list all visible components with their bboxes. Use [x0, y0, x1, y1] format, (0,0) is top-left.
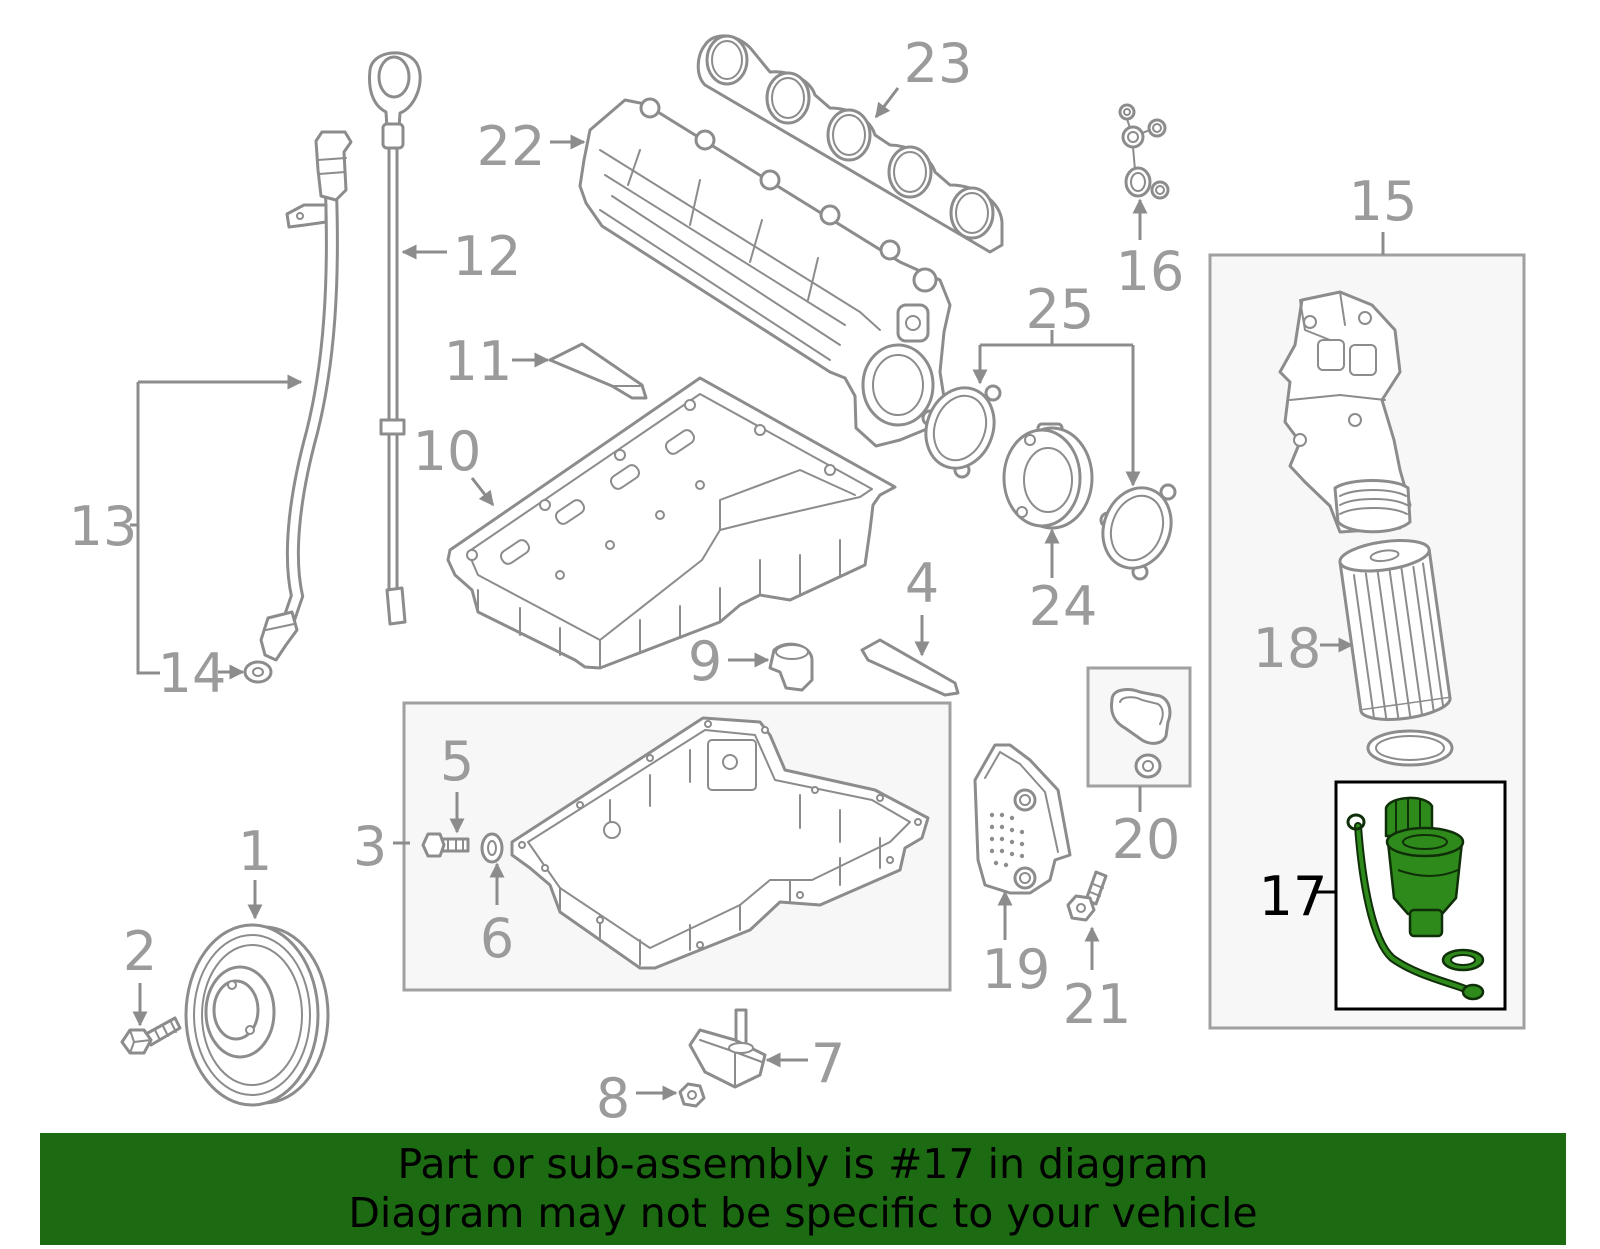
callout-17: 17	[1259, 865, 1328, 928]
callout-13: 13	[69, 495, 138, 558]
callout-14: 14	[158, 642, 227, 705]
banner-line-1: Part or sub-assembly is #17 in diagram	[397, 1140, 1209, 1188]
callout-15: 15	[1349, 170, 1418, 233]
part-10-illustration	[446, 376, 897, 670]
leader-lines	[130, 87, 1385, 1101]
part-17-illustration	[1346, 796, 1485, 1001]
part-4-illustration	[860, 638, 960, 697]
callout-19: 19	[982, 938, 1051, 1001]
part-25-illustration	[921, 384, 1177, 581]
callout-6: 6	[480, 907, 514, 970]
part-20-illustration	[1110, 688, 1172, 779]
callout-20: 20	[1112, 808, 1181, 871]
part-2-illustration	[120, 1016, 182, 1055]
part-11-illustration	[548, 342, 648, 400]
banner-line-2: Diagram may not be specific to your vehi…	[348, 1189, 1258, 1237]
part-16-illustration	[1118, 103, 1170, 200]
callout-21: 21	[1063, 973, 1132, 1036]
callout-24: 24	[1029, 575, 1098, 638]
callout-5: 5	[440, 730, 474, 793]
part-3-illustration	[510, 716, 930, 970]
callout-25: 25	[1026, 278, 1095, 341]
callout-2: 2	[123, 920, 157, 983]
leader-10	[470, 477, 495, 507]
part-7-illustration	[688, 1008, 767, 1089]
part-9-illustration	[768, 642, 814, 692]
callout-1: 1	[238, 820, 272, 883]
leader-13-bracket	[130, 382, 160, 675]
part-14-illustration	[243, 660, 273, 684]
leader-23	[874, 87, 900, 119]
part-23-illustration	[696, 34, 1004, 254]
callout-3: 3	[353, 815, 387, 878]
callout-11: 11	[444, 330, 513, 393]
part-18-illustration	[1338, 539, 1452, 722]
info-banner: Part or sub-assembly is #17 in diagram D…	[40, 1133, 1566, 1245]
part-18-o-ring	[1366, 729, 1454, 767]
callout-labels: 1 2 3 4 5 6 7 8 9 10 11 12 13 14 15 16 1…	[69, 32, 1418, 1130]
part-24-illustration	[1002, 422, 1094, 530]
part-6-illustration	[480, 832, 504, 864]
callout-4: 4	[905, 552, 939, 615]
leader-25-bracket	[980, 330, 1133, 347]
part-8-illustration	[678, 1082, 706, 1108]
callout-23: 23	[904, 32, 973, 95]
part-19-illustration	[973, 743, 1072, 895]
callout-9: 9	[688, 630, 722, 693]
part-15-illustration	[1278, 290, 1412, 534]
part-13-illustration	[259, 130, 353, 662]
part-5-illustration	[421, 832, 470, 858]
part-1-illustration	[184, 923, 330, 1107]
callout-7: 7	[811, 1032, 845, 1095]
part-12-illustration	[368, 51, 422, 626]
part-22-illustration	[578, 97, 952, 448]
callout-18: 18	[1253, 617, 1322, 680]
part-21-illustration	[1066, 870, 1108, 922]
callout-10: 10	[413, 420, 482, 483]
callout-8: 8	[596, 1067, 630, 1130]
callout-12: 12	[453, 225, 522, 288]
callout-16: 16	[1116, 240, 1185, 303]
callout-22: 22	[477, 115, 546, 178]
